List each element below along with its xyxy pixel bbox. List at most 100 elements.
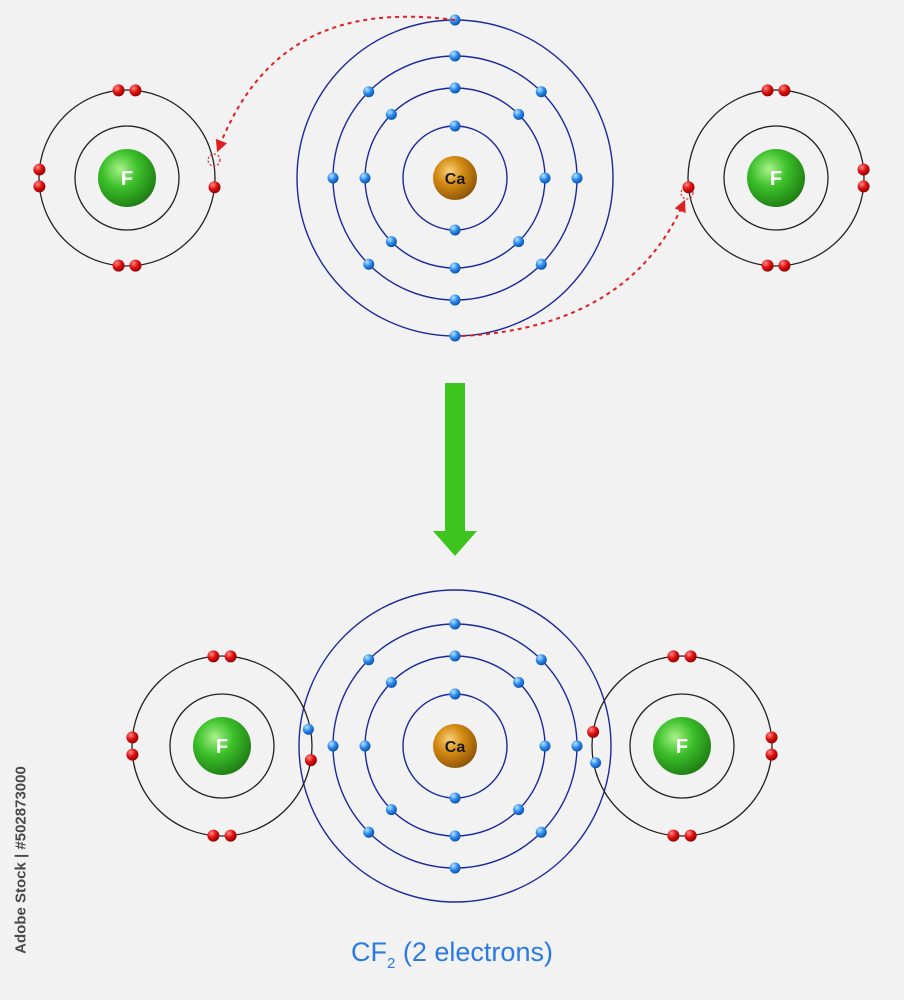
caption-prefix: CF [351, 937, 387, 967]
caption-suffix: (2 electrons) [395, 937, 553, 967]
calcium-atom-top: Ca [296, 14, 614, 342]
inner-orbit [74, 125, 180, 231]
electron-vacancy-left [207, 153, 221, 167]
electron [449, 830, 461, 842]
inner-orbit [169, 693, 275, 799]
electron [449, 50, 461, 62]
outer-orbit [687, 89, 865, 267]
electron [33, 163, 46, 176]
electron [33, 180, 46, 193]
electron [535, 654, 547, 666]
electron [385, 804, 397, 816]
caption-subscript: 2 [387, 955, 395, 972]
electron [359, 740, 371, 752]
electron [765, 748, 778, 761]
nucleus [653, 717, 711, 775]
electron [224, 650, 237, 663]
electron [449, 650, 461, 662]
electron [126, 731, 139, 744]
element-symbol: F [676, 736, 688, 758]
electron [449, 330, 461, 342]
electron [684, 650, 697, 663]
electron [363, 258, 375, 270]
fluorine-atom-top-right: F [682, 84, 870, 272]
electron [224, 829, 237, 842]
transfer-arrow-icon [215, 15, 456, 153]
electron [778, 84, 791, 97]
inner-orbit [629, 693, 735, 799]
electron [112, 84, 125, 97]
product-caption: CF2 (2 electrons) [351, 937, 553, 972]
transfer-arrow-icon [461, 199, 686, 337]
outer-orbit [38, 89, 216, 267]
electron [363, 654, 375, 666]
outer-orbit [591, 655, 773, 837]
electron [385, 236, 397, 248]
electron [207, 829, 220, 842]
calcium-atom-bottom: Ca [298, 589, 612, 903]
electron [112, 259, 125, 272]
element-symbol: F [216, 736, 228, 758]
fluorine-atom-top-left: F [33, 84, 221, 272]
electron [684, 829, 697, 842]
inner-orbit [723, 125, 829, 231]
electron [385, 108, 397, 120]
electron [129, 84, 142, 97]
electron [129, 259, 142, 272]
electron [449, 82, 461, 94]
electron [363, 86, 375, 98]
electron [449, 294, 461, 306]
electron [449, 224, 461, 236]
electron [208, 181, 221, 194]
electron-vacancy-right [680, 186, 694, 200]
reaction-arrow-icon [433, 383, 477, 556]
electron [571, 740, 583, 752]
nucleus [193, 717, 251, 775]
electron [126, 748, 139, 761]
electron [667, 650, 680, 663]
orbit-shell-4 [298, 589, 612, 903]
electron [302, 723, 314, 735]
electron [761, 259, 774, 272]
nucleus [433, 156, 477, 200]
electron [535, 826, 547, 838]
nucleus [747, 149, 805, 207]
element-symbol: F [121, 168, 133, 190]
electron [449, 862, 461, 874]
electron [363, 826, 375, 838]
electron [513, 108, 525, 120]
electron [535, 86, 547, 98]
electron [449, 618, 461, 630]
fluorine-atom-bottom-left: F [126, 650, 317, 842]
electron [385, 676, 397, 688]
electron [761, 84, 774, 97]
stock-id: Adobe Stock | #502873000 [12, 766, 30, 954]
electron [359, 172, 371, 184]
nucleus [433, 724, 477, 768]
electron [587, 725, 600, 738]
electron [449, 262, 461, 274]
electron [449, 792, 461, 804]
electron [535, 258, 547, 270]
electron [857, 180, 870, 193]
element-symbol: Ca [445, 171, 466, 188]
electron [539, 172, 551, 184]
electron [327, 740, 339, 752]
electron [207, 650, 220, 663]
electron [513, 804, 525, 816]
electron [513, 676, 525, 688]
outer-orbit [131, 655, 313, 837]
electron [449, 120, 461, 132]
electron [765, 731, 778, 744]
electron [449, 688, 461, 700]
electron [667, 829, 680, 842]
electron [590, 757, 602, 769]
electron [571, 172, 583, 184]
electron [304, 754, 317, 767]
stock-watermark: Adobe Stock | #502873000 [6, 760, 36, 960]
electron [513, 236, 525, 248]
electron [327, 172, 339, 184]
fluorine-atom-bottom-right: F [587, 650, 778, 842]
electron [539, 740, 551, 752]
